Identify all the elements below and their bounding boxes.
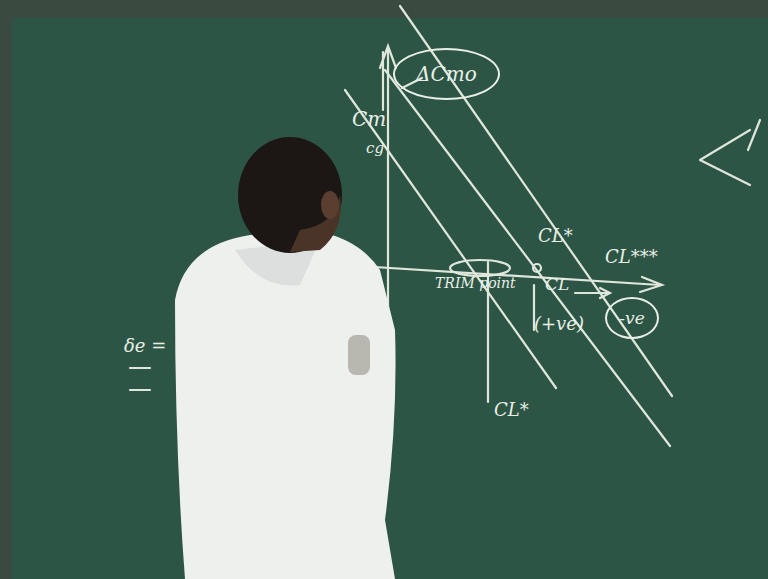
chalk-label: δe = — [124, 336, 166, 356]
cm-line — [400, 6, 672, 396]
cm-axis — [387, 48, 389, 318]
circled-note: ΔCmo — [393, 48, 500, 100]
chalk-label: CL* — [494, 400, 529, 420]
circled-note: -ve — [605, 297, 659, 339]
board-frame — [0, 0, 12, 579]
side-sketch — [700, 120, 760, 185]
axis-arrow — [640, 277, 662, 292]
head — [238, 137, 342, 253]
shirt — [175, 232, 396, 579]
ear — [321, 191, 339, 219]
dash — [130, 367, 150, 369]
shift-arrow-head — [600, 288, 610, 298]
trim-mark — [450, 260, 510, 276]
hand — [348, 335, 370, 375]
dash — [130, 389, 150, 391]
chalk-label: TRIM point — [435, 276, 516, 291]
chalk-label: (+ve) — [534, 314, 584, 334]
chalk-label: Cm — [352, 108, 386, 130]
chalk-label: CL*** — [605, 247, 658, 267]
axis-double-stroke — [382, 52, 384, 110]
chalk-label: CL — [545, 275, 569, 294]
chalk-label: cg — [366, 140, 384, 157]
board-frame — [0, 0, 768, 18]
chalk-text: ΔCmo — [416, 62, 477, 86]
chalk-label: CL* — [538, 226, 573, 246]
point — [533, 264, 541, 272]
shift-arrow — [575, 292, 608, 294]
cm-line — [385, 70, 670, 446]
chalk-text: -ve — [619, 308, 644, 328]
lecturer — [175, 137, 396, 579]
